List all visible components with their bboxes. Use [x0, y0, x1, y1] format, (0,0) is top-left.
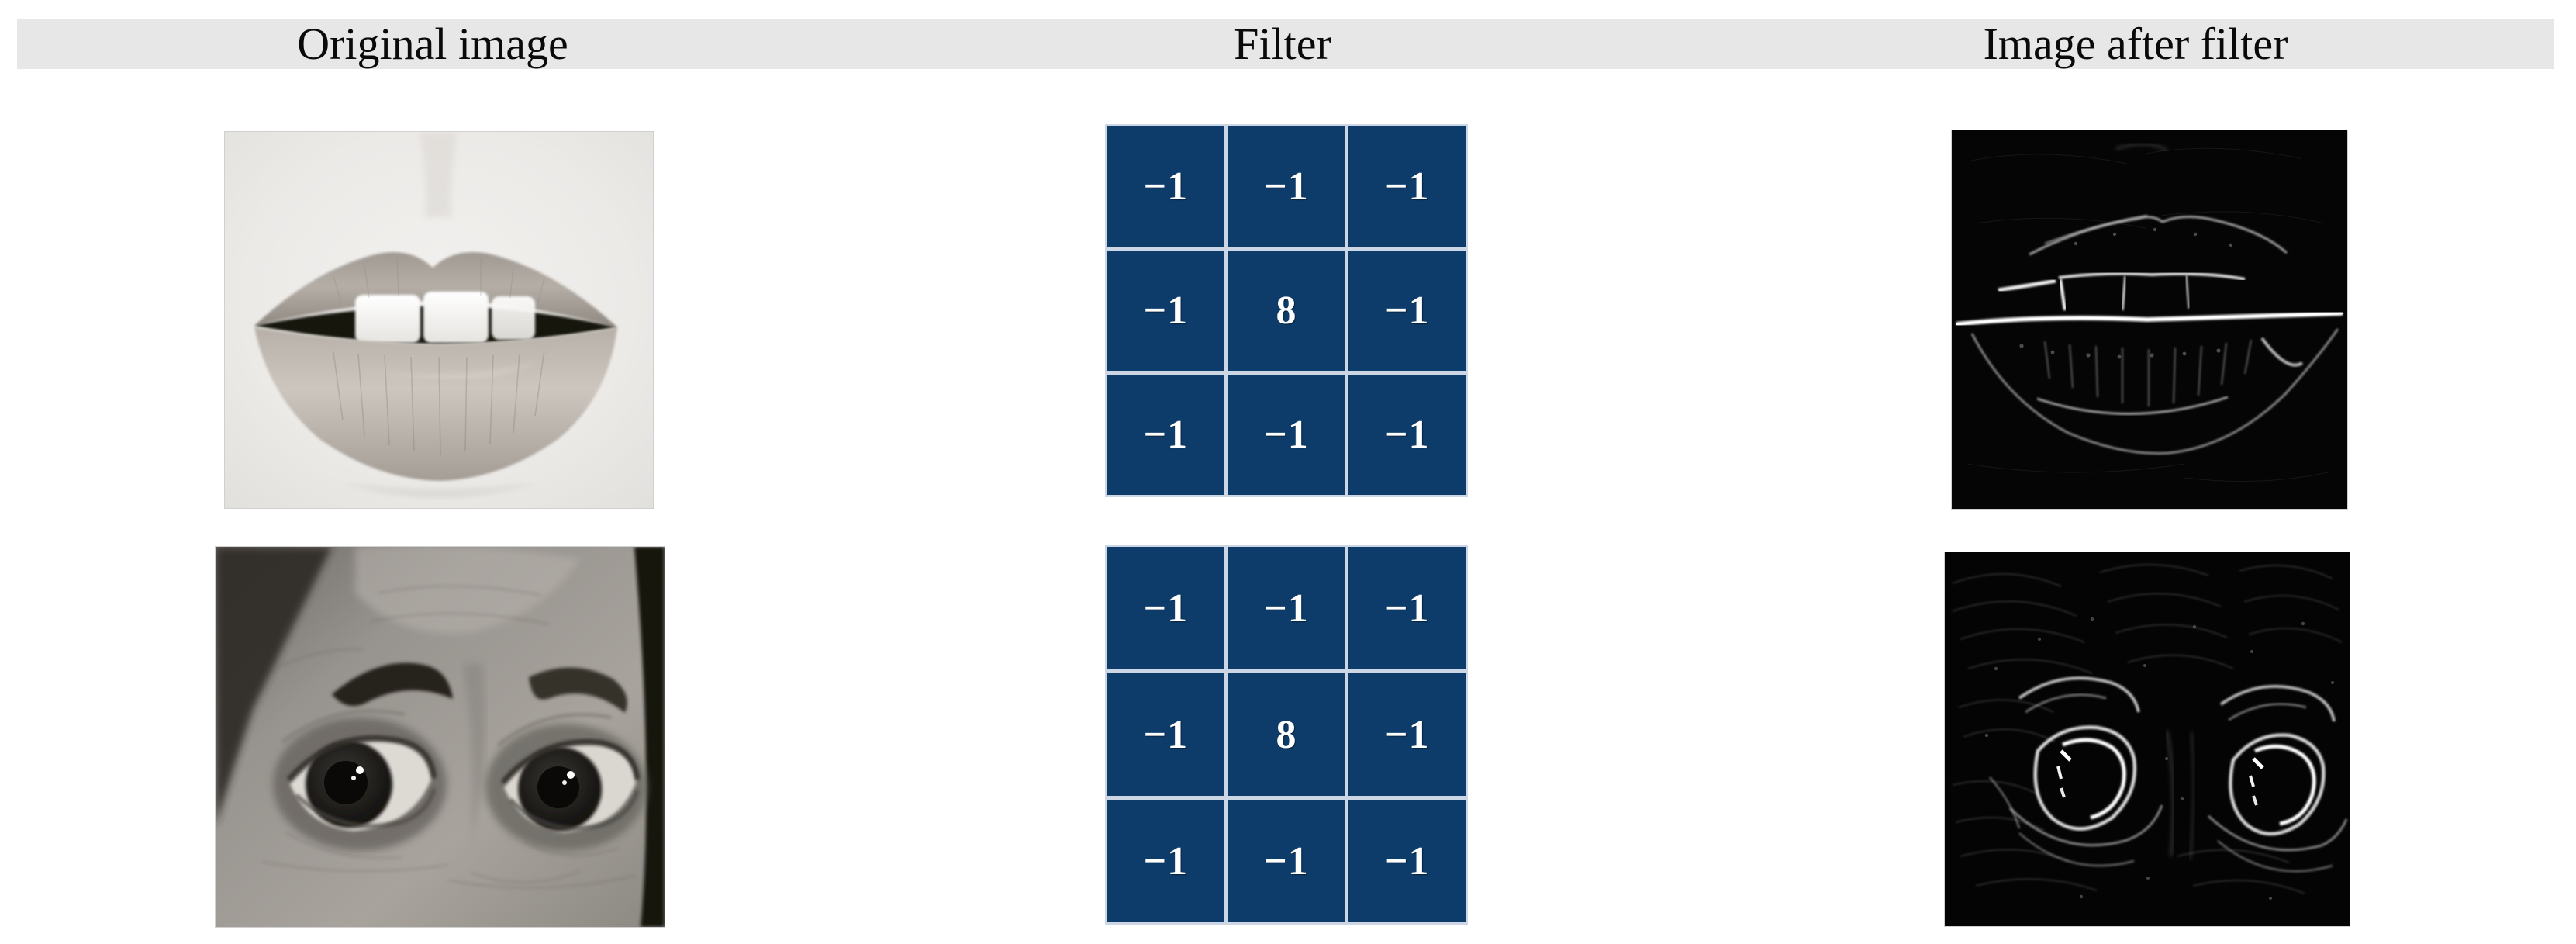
filter-cell-r2c0: −1 — [1107, 375, 1224, 495]
filter-cell-r2c1: −1 — [1228, 375, 1345, 495]
filter-cell-r2c2: −1 — [1348, 375, 1466, 495]
column-header-original-image-label: Original image — [297, 19, 568, 69]
filter-cell-r1c0: −1 — [1107, 251, 1224, 371]
original-image-lips — [225, 132, 653, 508]
filter2-cell-r1c2: −1 — [1348, 673, 1466, 796]
column-header-band: Original image Filter Image after filter — [17, 19, 2554, 69]
filter2-cell-r0c2: −1 — [1348, 547, 1466, 669]
filter2-cell-r2c0: −1 — [1107, 800, 1224, 922]
filter2-cell-r2c1: −1 — [1228, 800, 1345, 922]
filter2-cell-r1c1-center: 8 — [1228, 673, 1345, 796]
filter-cell-r0c1: −1 — [1228, 126, 1345, 247]
column-header-filter-label: Filter — [1234, 19, 1331, 69]
original-image-eyes — [216, 547, 665, 927]
filter2-cell-r0c0: −1 — [1107, 547, 1224, 669]
column-header-image-after-filter-label: Image after filter — [1983, 19, 2288, 69]
column-header-original-image: Original image — [17, 19, 848, 69]
filter2-cell-r1c0: −1 — [1107, 673, 1224, 796]
filter-cell-r1c1-center: 8 — [1228, 251, 1345, 371]
filter-matrix-row-1: −1 −1 −1 −1 8 −1 −1 −1 −1 — [1105, 124, 1468, 497]
filtered-image-lips — [1952, 130, 2347, 509]
filter-matrix-row-2: −1 −1 −1 −1 8 −1 −1 −1 −1 — [1105, 545, 1468, 925]
column-header-image-after-filter: Image after filter — [1717, 19, 2554, 69]
filter-cell-r0c2: −1 — [1348, 126, 1466, 247]
filtered-image-eyes — [1945, 552, 2350, 926]
column-header-filter: Filter — [848, 19, 1717, 69]
filter2-cell-r0c1: −1 — [1228, 547, 1345, 669]
filter-cell-r1c2: −1 — [1348, 251, 1466, 371]
filter-cell-r0c0: −1 — [1107, 126, 1224, 247]
filter2-cell-r2c2: −1 — [1348, 800, 1466, 922]
